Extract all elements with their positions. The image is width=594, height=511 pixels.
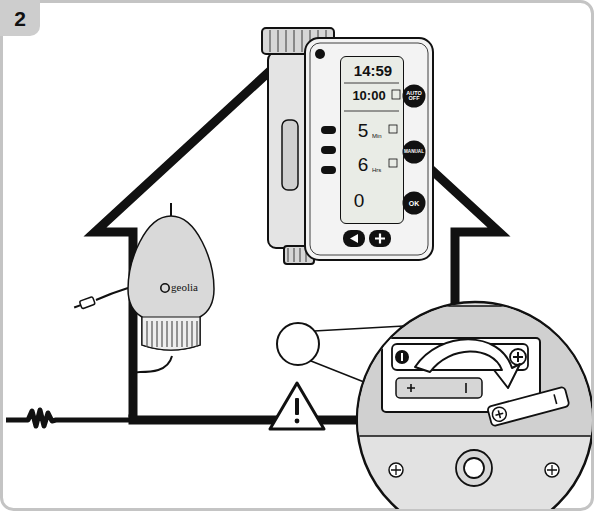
compartment-frame — [352, 306, 592, 436]
lcd-frequency: 6 — [355, 155, 371, 174]
side-button — [321, 146, 336, 154]
lcd-clock: 14:59 — [343, 63, 403, 78]
rotation-arrow — [415, 339, 520, 388]
rain-sensor: geolia — [125, 213, 217, 355]
sensor-base — [142, 317, 200, 350]
outlet-ring — [456, 450, 492, 486]
screw — [389, 463, 403, 477]
outlet-ridges — [288, 248, 306, 262]
step-number: 2 — [0, 8, 40, 29]
round-button — [403, 192, 426, 215]
cable-plug — [79, 297, 95, 309]
sensor-ridge — [181, 321, 182, 347]
leader-line — [311, 361, 364, 382]
lcd-start-time: 10:00 — [343, 89, 395, 102]
screw-slot — [391, 465, 401, 475]
screw — [545, 463, 559, 477]
lcd-unit: Hrs — [372, 167, 388, 173]
sensor-ridge — [166, 321, 167, 347]
battery — [487, 386, 569, 426]
sensor-ridge — [151, 321, 152, 347]
step-badge: 2 — [0, 0, 40, 36]
round-button — [403, 85, 426, 108]
minus-symbol — [401, 353, 403, 361]
lcd-icon — [392, 90, 400, 99]
sensor-ridge — [186, 321, 187, 347]
battery-terminal — [510, 349, 526, 365]
sensor-cable — [129, 356, 172, 418]
brand-logo — [315, 49, 325, 59]
detail-circle — [277, 323, 319, 365]
sensor-body — [128, 216, 214, 350]
lcd-divider — [344, 83, 399, 84]
warning-mark — [295, 398, 299, 415]
lcd-screen: 14:59 10:00 5Min 6Hrs 0 — [340, 56, 404, 224]
round-button — [403, 141, 426, 164]
lcd-icon — [389, 159, 397, 167]
sensor-ridge — [176, 321, 177, 347]
battery — [396, 378, 482, 398]
sensor-ridge — [146, 321, 147, 347]
lcd-unit: Min — [372, 133, 388, 139]
screw-slot — [547, 465, 557, 475]
sensor-cable — [96, 288, 128, 300]
sensor-ridge — [196, 321, 197, 347]
lcd-divider — [344, 111, 399, 112]
sensor-ridge — [171, 321, 172, 347]
plus-button — [369, 230, 391, 247]
button-label: AUTO OFF — [406, 91, 422, 102]
minus-symbol — [465, 383, 467, 393]
sensor-ridge — [156, 321, 157, 347]
lcd-rain-delay: 0 — [351, 191, 367, 210]
side-button — [321, 126, 336, 134]
brand-name: geolia — [171, 282, 215, 293]
sensor-ridge — [161, 321, 162, 347]
lcd-duration: 5 — [355, 121, 371, 140]
button-label: MANUAL — [402, 150, 426, 155]
ground-line — [6, 410, 133, 426]
lcd-segments — [341, 57, 405, 225]
sensor-antenna — [170, 203, 172, 217]
warning-mark — [295, 419, 300, 424]
panel-inner-edge — [310, 43, 428, 255]
sensor-ridge — [191, 321, 192, 347]
arrow-symbol — [350, 234, 358, 243]
battery-terminal — [491, 406, 508, 423]
leader-line — [314, 326, 404, 331]
outlet-hole — [464, 458, 484, 478]
battery-terminal — [395, 350, 409, 364]
mode-button: AUTO OFF — [402, 84, 426, 108]
plus-symbol — [407, 384, 415, 392]
minus-symbol — [554, 394, 557, 404]
plus-symbol — [513, 352, 523, 362]
minus-button — [343, 230, 365, 247]
brand-logo — [161, 284, 169, 292]
control-panel — [305, 38, 433, 260]
housing-edge — [380, 318, 570, 330]
manual-button: MANUAL — [402, 140, 426, 164]
device-grip — [282, 120, 298, 190]
plus-symbol — [375, 234, 385, 244]
plug-pin — [74, 305, 81, 307]
warning-triangle — [270, 383, 324, 429]
side-button — [321, 166, 336, 174]
ok-button: OK — [402, 191, 426, 215]
plus-symbol — [494, 409, 504, 419]
button-label: OK — [404, 200, 424, 207]
lcd-icon — [389, 125, 397, 133]
